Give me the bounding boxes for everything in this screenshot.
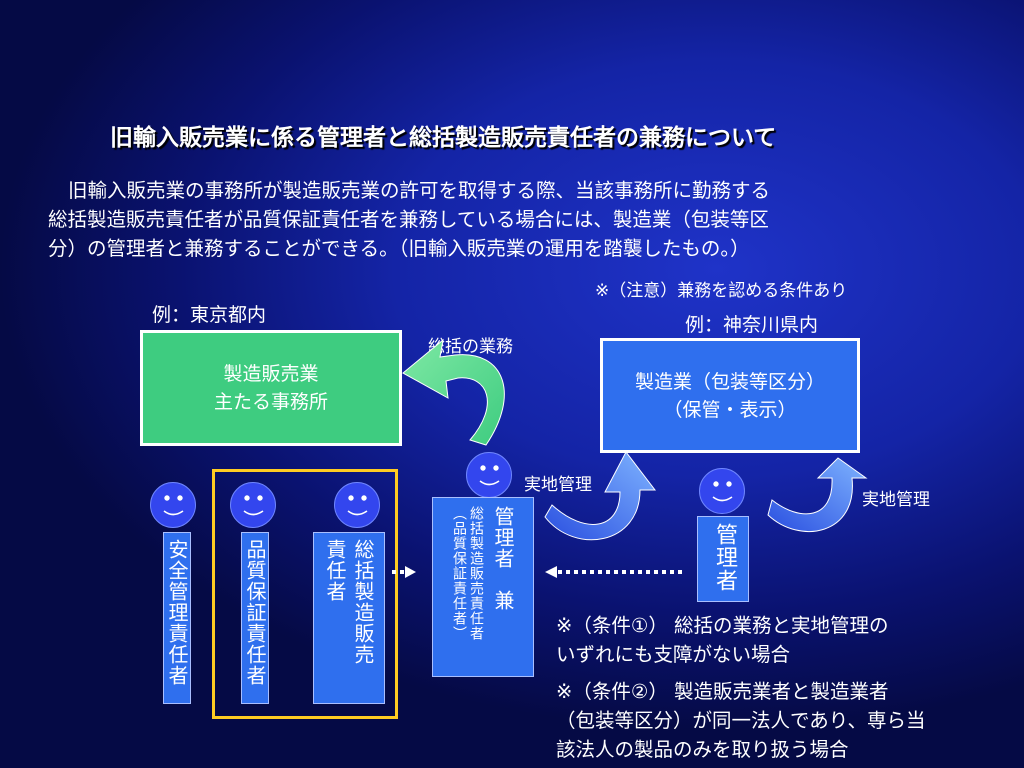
manufacturing-sales-office-box: 製造販売業 主たる事務所 [140,330,402,446]
dashed-arrow-right-head [545,566,557,578]
dashed-arrow-left-head [405,566,416,578]
face-features [163,465,733,516]
manufacturer-packaging-box: 製造業（包装等区分） （保管・表示） [600,338,860,453]
intro-paragraph: 旧輸入販売業の事務所が製造販売業の許可を取得する際、当該事務所に勤務する 総括製… [48,176,978,263]
role-quality-assurance: 品質保証責任者 [241,532,269,704]
concurrent-sub-2: （品質保証責任者） [451,506,467,641]
condition-1-line-2: いずれにも支障がない場合 [556,643,791,666]
role-manager: 管理者 [697,516,749,602]
person-face-manager [699,468,745,514]
intro-line-3: 分）の管理者と兼務することができる。（旧輸入販売業の運用を踏襲したもの。） [48,237,750,260]
person-face-quality [230,482,276,528]
concurrent-sub-1: 総括製造販売責任者 [468,506,484,641]
onsite-management-label-1: 実地管理 [524,475,592,495]
role-general-sales-manager: 総括製造販売 責任者 [313,532,385,704]
blue-box-line-2: （保管・表示） [663,398,797,421]
intro-line-1: 旧輸入販売業の事務所が製造販売業の許可を取得する際、当該事務所に勤務する [68,179,771,202]
concurrent-main: 管理者 兼 [491,506,515,611]
condition-2-line-1: ※（条件②） 製造販売業者と製造業者 [556,680,889,703]
condition-1: ※（条件①） 総括の業務と実地管理の いずれにも支障がない場合 [556,611,889,669]
condition-2: ※（条件②） 製造販売業者と製造業者 （包装等区分）が同一法人であり、専ら当 該… [556,677,926,764]
blue-box-line-1: 製造業（包装等区分） [634,370,825,393]
general-duties-label: 総括の業務 [428,337,513,357]
general-duties-arrow [402,338,505,446]
role-safety-manager: 安全管理責任者 [163,532,191,704]
general-col-2: 責任者 [323,539,347,602]
person-face-concurrent [466,452,512,498]
left-example-label: 例：東京都内 [152,304,267,326]
role-concurrent-manager: 管理者 兼 総括製造販売責任者 （品質保証責任者） [432,497,534,677]
concurrent-roles-frame [212,469,398,719]
person-face-general [334,482,380,528]
green-box-line-1: 製造販売業 [223,363,319,385]
right-example-label: 例：神奈川県内 [685,314,819,336]
green-box-line-2: 主たる事務所 [213,391,328,413]
condition-2-line-3: 該法人の製品のみを取り扱う場合 [556,738,849,761]
onsite-management-arrow-2 [767,457,868,532]
intro-line-2: 総括製造販売責任者が品質保証責任者を兼務している場合には、製造業（包装等区 [48,208,769,231]
condition-1-line-1: ※（条件①） 総括の業務と実地管理の [556,614,889,637]
caution-note: ※（注意）兼務を認める条件あり [595,281,848,301]
person-face-safety [150,482,196,528]
general-col-1: 総括製造販売 [351,539,375,665]
onsite-management-label-2: 実地管理 [862,490,930,510]
slide-title: 旧輸入販売業に係る管理者と総括製造販売責任者の兼務について [110,125,777,151]
condition-2-line-2: （包装等区分）が同一法人であり、専ら当 [556,709,926,732]
onsite-management-arrow-1 [544,451,657,541]
